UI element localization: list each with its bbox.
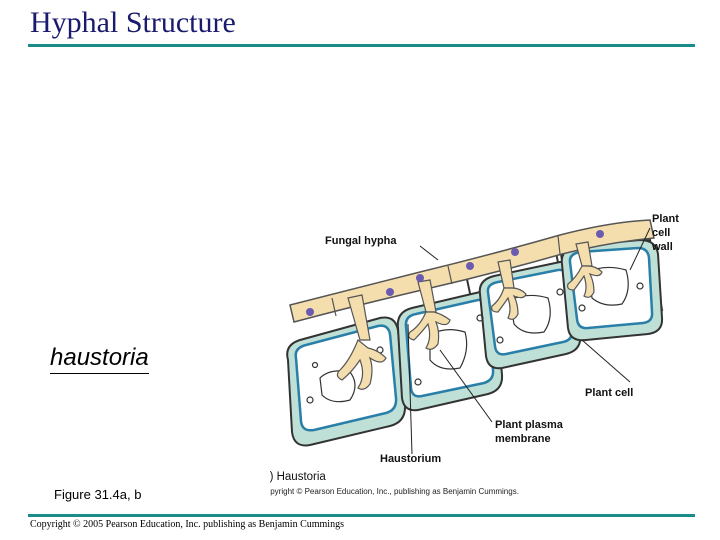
page-title: Hyphal Structure [30, 6, 236, 39]
figure-reference: Figure 31.4a, b [54, 487, 142, 502]
haustoria-label: haustoria [50, 343, 149, 374]
footer-divider [28, 514, 695, 517]
figure-caption: (c) Haustoria [270, 471, 326, 483]
label-plant-cell: Plant cell [585, 387, 633, 399]
fungal-hypha [289, 219, 655, 341]
label-plasma-membrane-2: membrane [495, 433, 551, 445]
label-haustorium: Haustorium [380, 453, 441, 465]
footer-copyright: Copyright © 2005 Pearson Education, Inc.… [30, 519, 344, 530]
label-plant-cell-wall-1: Plant [652, 213, 679, 225]
cell-contents [306, 266, 644, 404]
label-plant-cell-wall-2: cell [652, 227, 670, 239]
title-divider [28, 44, 695, 47]
leader-lines [407, 227, 651, 455]
label-plasma-membrane-1: Plant plasma [495, 419, 564, 431]
label-plant-cell-wall-3: wall [651, 241, 673, 253]
haustoria-diagram: Fungal hypha Plant cell wall Plant cell … [270, 213, 679, 496]
haustoria-branches [336, 265, 603, 390]
label-fungal-hypha: Fungal hypha [325, 235, 397, 247]
figure-caption-copyright: Copyright © Pearson Education, Inc., pub… [270, 487, 519, 496]
